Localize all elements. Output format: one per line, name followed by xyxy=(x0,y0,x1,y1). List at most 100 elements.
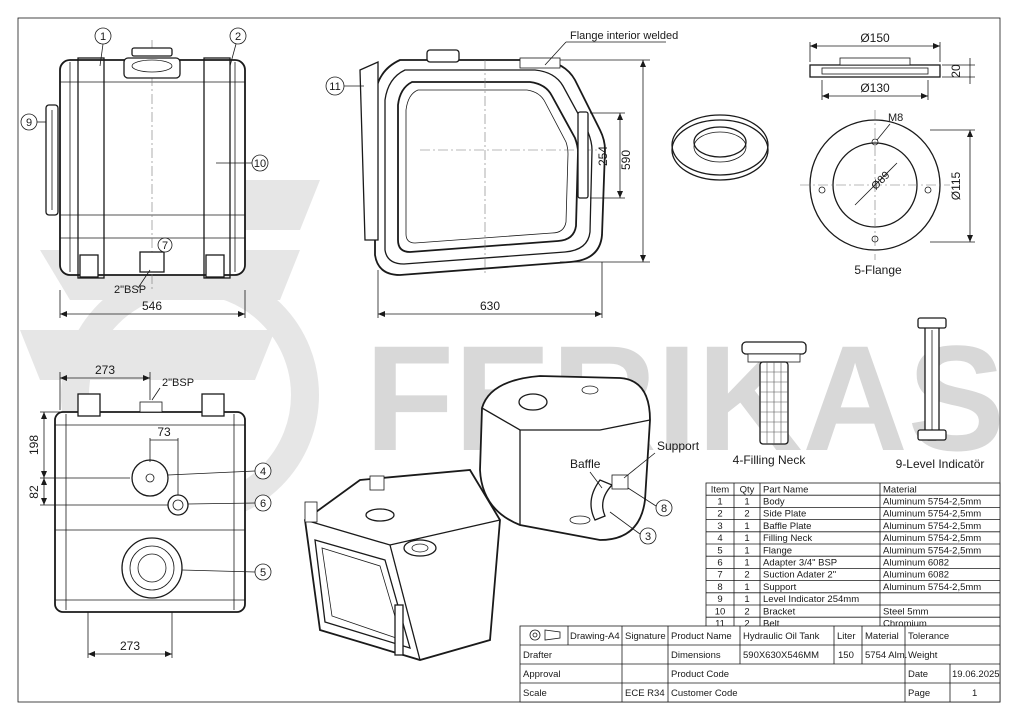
callout-9: 9 xyxy=(26,117,32,129)
iso-tank xyxy=(304,469,501,661)
bom-cell: 3 xyxy=(717,521,722,532)
tb-product-name-label: Product Name xyxy=(671,631,732,642)
bom-header-cell: Material xyxy=(883,484,917,495)
bom-cell: 11 xyxy=(715,619,725,630)
tb-signature: Signature xyxy=(625,631,666,642)
bom-cell: Aluminum 5754-2,5mm xyxy=(883,509,981,520)
top-port-label: 2"BSP xyxy=(162,377,194,389)
tb-page-label: Page xyxy=(908,688,930,699)
bom-cell: 1 xyxy=(744,533,749,544)
tb-dimensions-label: Dimensions xyxy=(671,650,721,661)
bom-cell: 2 xyxy=(744,606,749,617)
bom-cell: 5 xyxy=(717,545,722,556)
callout-1: 1 xyxy=(100,31,106,43)
callout-8: 8 xyxy=(661,503,667,515)
bom-cell: Aluminum 5754-2,5mm xyxy=(883,521,981,532)
bom-cell: 1 xyxy=(717,497,722,508)
tb-product-code-label: Product Code xyxy=(671,669,729,680)
iso-section: Baffle Support 8 3 xyxy=(479,375,700,545)
top-dim-73: 73 xyxy=(157,425,171,439)
bom-cell: 2 xyxy=(717,509,722,520)
bom-cell: Filling Neck xyxy=(763,533,812,544)
bom-header-cell: Qty xyxy=(740,484,755,495)
bom-cell: 4 xyxy=(717,533,722,544)
callout-7: 7 xyxy=(162,240,168,252)
bom-cell: Aluminum 6082 xyxy=(883,570,949,581)
bom-cell: 2 xyxy=(744,619,749,630)
filling-neck-caption: 4-Filling Neck xyxy=(733,453,807,467)
tb-customer-code-label: Customer Code xyxy=(671,688,738,699)
callout-6: 6 xyxy=(260,498,266,510)
bom-cell: 6 xyxy=(717,558,722,569)
top-dim-82: 82 xyxy=(27,485,41,499)
side-view: 11 Flange interior welded 590 254 630 xyxy=(325,30,678,318)
tb-approval: Approval xyxy=(523,669,561,680)
bom-cell: 2 xyxy=(744,570,749,581)
bom-cell: 1 xyxy=(744,545,749,556)
tb-drawing-size: Drawing-A4 xyxy=(570,631,620,642)
flange-thread: M8 xyxy=(888,112,903,124)
callout-3: 3 xyxy=(645,531,651,543)
bom-cell: Aluminum 5754-2,5mm xyxy=(883,582,981,593)
bom-cell: 1 xyxy=(744,558,749,569)
tb-material-label: Material xyxy=(865,631,899,642)
top-dim-273-upper: 273 xyxy=(95,363,115,377)
bom-header-cell: Item xyxy=(711,484,730,495)
filling-neck-part: 4-Filling Neck xyxy=(733,341,807,467)
flange-front: Ø89 M8 Ø115 5-Flange xyxy=(800,110,975,277)
bom-cell: 1 xyxy=(744,521,749,532)
side-width-dim: 630 xyxy=(480,299,500,313)
bom-cell: Adapter 3/4" BSP xyxy=(763,558,837,569)
flange-thickness: 20 xyxy=(949,64,963,78)
bom-cell: Support xyxy=(763,582,797,593)
bom-cell: 1 xyxy=(744,497,749,508)
side-height-dim: 590 xyxy=(619,150,633,170)
front-width-dim: 546 xyxy=(142,299,162,313)
tb-drafter: Drafter xyxy=(523,650,552,661)
bom-cell: Aluminum 5754-2,5mm xyxy=(883,533,981,544)
flange-section: Ø150 Ø130 20 xyxy=(809,31,975,100)
tb-scale: Scale xyxy=(523,688,547,699)
level-indicator-part: 9-Level Indicatör xyxy=(896,317,985,471)
bom-cell: 1 xyxy=(744,582,749,593)
bom-cell: Aluminum 5754-2,5mm xyxy=(883,497,981,508)
flange-outer-dia: Ø150 xyxy=(860,31,890,45)
tb-product-name: Hydraulic Oil Tank xyxy=(743,631,820,642)
bom-cell: Baffle Plate xyxy=(763,521,811,532)
flange-note: Flange interior welded xyxy=(570,30,678,42)
tb-date-label: Date xyxy=(908,669,928,680)
flange-bolt-dia: Ø115 xyxy=(949,171,963,200)
side-inner-dim: 254 xyxy=(596,146,610,166)
callout-2: 2 xyxy=(235,31,241,43)
bom-header-cell: Part Name xyxy=(763,484,808,495)
bom-cell: Steel 5mm xyxy=(883,606,928,617)
tb-liter: 150 xyxy=(838,650,854,661)
tb-liter-label: Liter xyxy=(837,631,855,642)
callout-11: 11 xyxy=(329,81,340,93)
bom-cell: Level Indicator 254mm xyxy=(763,594,859,605)
baffle-label: Baffle xyxy=(570,457,601,471)
front-view: 546 2"BSP 1 2 9 10 7 xyxy=(20,27,269,318)
sheet-border xyxy=(17,17,1001,703)
bom-cell: 2 xyxy=(744,509,749,520)
level-indicator-caption: 9-Level Indicatör xyxy=(896,457,985,471)
callout-4: 4 xyxy=(260,466,266,478)
tb-tolerance-label: Tolerance xyxy=(908,631,949,642)
support-label: Support xyxy=(657,439,700,453)
flange-caption: 5-Flange xyxy=(854,263,902,277)
bom-cell: Body xyxy=(763,497,785,508)
bom-cell: Aluminum 6082 xyxy=(883,558,949,569)
flange-inner-dia: Ø130 xyxy=(860,81,890,95)
bom-cell: Chromium xyxy=(883,619,927,630)
bom-cell: 10 xyxy=(715,606,726,617)
title-block: Drawing-A4 Signature Product Name Hydrau… xyxy=(519,625,1001,703)
watermark-logo: FERIKAS xyxy=(365,314,1005,482)
bom-cell: Belt xyxy=(763,619,780,630)
callout-10: 10 xyxy=(254,158,266,170)
bom-cell: Side Plate xyxy=(763,509,806,520)
top-view: 273 2"BSP 198 82 73 273 4 6 5 xyxy=(27,363,272,658)
tb-page: 1 xyxy=(972,688,977,699)
